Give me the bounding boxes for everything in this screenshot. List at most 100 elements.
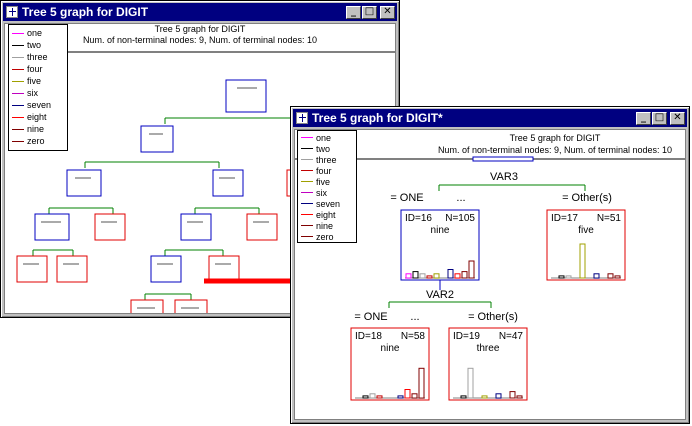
hist-bar-zero (418, 367, 425, 399)
back-node (208, 255, 240, 283)
front-header-counts: Num. of non-terminal nodes: 9, Num. of t… (437, 145, 673, 155)
hist-bar-three (565, 275, 572, 279)
node-17-class: five (578, 225, 594, 236)
legend-label: one (316, 132, 332, 143)
node-18-id: ID=18 (355, 331, 382, 342)
legend-label: five (27, 76, 42, 86)
front-window-titlebar[interactable]: Tree 5 graph for DIGIT* _ □ ✕ (293, 109, 687, 127)
legend-swatch (301, 225, 313, 226)
legend-swatch (301, 181, 313, 182)
split-var2-label: VAR2 (426, 289, 454, 301)
legend-label: eight (316, 209, 336, 220)
legend-item: two (12, 39, 64, 51)
node-16-class: nine (431, 225, 450, 236)
legend-swatch (12, 56, 24, 58)
close-button[interactable]: ✕ (380, 5, 395, 19)
hist-bar-three (467, 367, 474, 399)
legend-swatch (301, 236, 313, 237)
split-var3-left: = ONE (390, 192, 423, 204)
back-node (174, 299, 208, 313)
tree-app-icon (6, 6, 18, 18)
back-header-counts: Num. of non-terminal nodes: 9, Num. of t… (82, 35, 318, 45)
maximize-button[interactable]: □ (362, 5, 377, 19)
hist-bar-seven (593, 273, 600, 279)
split-var3-label: VAR3 (490, 171, 518, 183)
split-var3-right: = Other(s) (562, 192, 612, 204)
back-header-title: Tree 5 graph for DIGIT (154, 24, 246, 34)
back-node (34, 213, 70, 241)
legend-swatch (12, 68, 24, 70)
legend-item: eight (301, 209, 353, 220)
hist-bar-two (558, 275, 565, 279)
hist-bar-zero (516, 395, 523, 399)
legend-item: five (301, 176, 353, 187)
node-18: ID=18 N=58 nine (350, 327, 430, 401)
legend-label: two (316, 143, 331, 154)
hist-bar-three (369, 393, 376, 399)
legend-label: six (316, 187, 327, 198)
hist-bar-five (433, 273, 440, 279)
legend-item: three (12, 51, 64, 63)
back-node (225, 79, 267, 113)
legend-label: five (316, 176, 331, 187)
hist-bar-nine (607, 273, 614, 279)
legend-item: eight (12, 111, 64, 123)
legend-item: four (12, 63, 64, 75)
tree-app-icon (296, 112, 308, 124)
split-var2-ellipsis: ... (410, 311, 419, 323)
legend-item: six (12, 87, 64, 99)
legend-label: seven (27, 100, 52, 110)
legend-swatch (12, 32, 24, 34)
legend-swatch (301, 214, 313, 215)
legend-swatch (301, 159, 313, 160)
hist-bar-four (376, 395, 383, 399)
legend-swatch (301, 203, 313, 204)
front-window-canvas[interactable]: Tree 5 graph for DIGIT Num. of non-termi… (294, 129, 686, 420)
legend-swatch (12, 140, 24, 142)
split-var3-lines (438, 184, 586, 191)
legend-item: seven (301, 198, 353, 209)
maximize-button[interactable]: □ (652, 111, 667, 125)
node-18-n: N=58 (401, 331, 426, 342)
legend-swatch (12, 116, 24, 118)
hist-bar-three (419, 273, 426, 279)
legend-swatch (301, 170, 313, 171)
hist-bar-five (481, 395, 488, 399)
hist-bar-one (405, 273, 412, 279)
legend-item: six (301, 187, 353, 198)
front-header-title: Tree 5 graph for DIGIT (509, 133, 601, 143)
back-node (150, 255, 182, 283)
legend-item: zero (301, 231, 353, 242)
node-18-class: nine (381, 343, 400, 354)
hist-bar-eight (454, 273, 461, 279)
legend-label: six (27, 88, 38, 98)
legend-label: seven (316, 198, 341, 209)
close-button[interactable]: ✕ (670, 111, 685, 125)
legend-item: one (301, 132, 353, 143)
minimize-button[interactable]: _ (346, 5, 361, 19)
minimize-button[interactable]: _ (636, 111, 651, 125)
legend-label: nine (27, 124, 45, 134)
hist-bar-nine (509, 391, 516, 399)
back-node (94, 213, 126, 241)
legend-label: four (27, 64, 43, 74)
split-var3-ellipsis: ... (456, 192, 465, 204)
hist-bar-zero (614, 275, 621, 279)
split-var2-left: = ONE (354, 311, 387, 323)
front-window[interactable]: Tree 5 graph for DIGIT* _ □ ✕ Tree 5 gra… (290, 106, 690, 424)
legend-label: zero (316, 231, 334, 242)
legend-swatch (301, 148, 313, 149)
back-node (56, 255, 88, 283)
hist-bar-two (412, 271, 419, 279)
back-window-title: Tree 5 graph for DIGIT (22, 5, 149, 19)
legend-item: two (301, 143, 353, 154)
parent-node-stub (472, 156, 534, 162)
back-node (66, 169, 102, 197)
back-window-titlebar[interactable]: Tree 5 graph for DIGIT _ □ ✕ (3, 3, 397, 21)
node-19-id: ID=19 (453, 331, 480, 342)
legend-item: one (12, 27, 64, 39)
hist-bar-seven (447, 269, 454, 279)
front-tree-diagram: VAR3 = ONE ... = Other(s) ID=16 N=105 ni… (295, 156, 685, 401)
node-19: ID=19 N=47 three (448, 327, 528, 401)
